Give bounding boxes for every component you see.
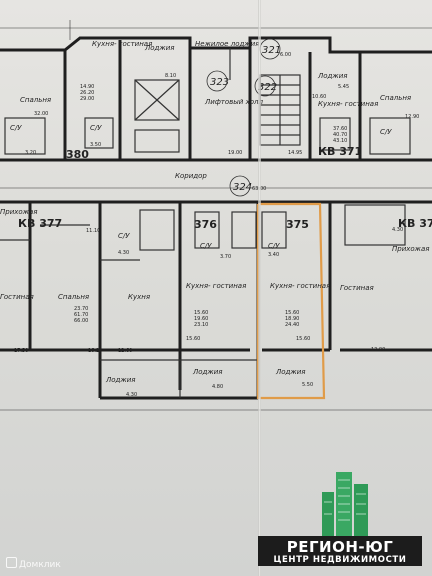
room-label: Спальня bbox=[380, 94, 411, 102]
area-value: 13.90 bbox=[371, 347, 385, 353]
area-value: 6.00 bbox=[280, 52, 291, 58]
brand-name: РЕГИОН-ЮГ bbox=[286, 538, 394, 556]
building-logo-icon bbox=[322, 472, 368, 538]
area-value: 26.20 bbox=[80, 90, 94, 96]
room-label: С/У bbox=[268, 242, 280, 250]
area-value: 43.10 bbox=[333, 138, 347, 144]
room-label: Гостиная bbox=[0, 293, 34, 301]
area-value: 3.20 bbox=[25, 150, 36, 156]
area-value: 3.50 bbox=[90, 142, 101, 148]
corridor-label: Коридор bbox=[175, 172, 207, 180]
room-label: С/У bbox=[10, 124, 22, 132]
area-value: 29.00 bbox=[80, 96, 94, 102]
room-label: Спальня bbox=[58, 293, 89, 301]
domclick-icon bbox=[6, 557, 17, 568]
brand-subtitle: ЦЕНТР НЕДВИЖИМОСТИ bbox=[273, 555, 407, 565]
area-value: 40.70 bbox=[333, 132, 347, 138]
room-label: С/У bbox=[200, 242, 212, 250]
area-value: 19.00 bbox=[228, 150, 242, 156]
area-value: 19.60 bbox=[194, 316, 208, 322]
area-value: 15.60 bbox=[296, 336, 310, 342]
top-block-walls bbox=[0, 36, 432, 162]
area-value: 4.80 bbox=[212, 384, 223, 390]
area-value: 61.70 bbox=[74, 312, 88, 318]
room-label: Лоджия bbox=[192, 368, 222, 376]
bottom-block-partitions bbox=[0, 204, 406, 398]
area-value: 11.10 bbox=[86, 228, 100, 234]
area-value: 15.60 bbox=[285, 310, 299, 316]
apartment-number-circle bbox=[254, 75, 276, 97]
top-block-partitions bbox=[4, 48, 411, 155]
room-label: Нежилое лоджия bbox=[195, 40, 259, 48]
area-value: 18.90 bbox=[285, 316, 299, 322]
room-label: С/У bbox=[90, 124, 102, 132]
room-label: Спальня bbox=[20, 96, 51, 104]
room-label: Лоджия bbox=[317, 72, 347, 80]
corridor-number: 324 bbox=[233, 182, 252, 193]
area-value: 12.60 bbox=[118, 348, 132, 354]
watermark: Домклик bbox=[6, 557, 61, 570]
area-value: 66.00 bbox=[74, 318, 88, 324]
apartment-number-circle bbox=[206, 70, 228, 92]
area-value: 8.10 bbox=[165, 73, 176, 79]
area-value: 32.00 bbox=[34, 111, 48, 117]
area-value: 4.30 bbox=[392, 227, 403, 233]
room-label: Прихожая bbox=[392, 245, 430, 253]
area-value: 3.70 bbox=[220, 254, 231, 260]
room-label: Лоджия bbox=[275, 368, 305, 376]
room-label: С/У bbox=[380, 128, 392, 136]
room-label: С/У bbox=[118, 232, 130, 240]
corridor-number-circle bbox=[229, 175, 251, 197]
watermark-text: Домклик bbox=[19, 560, 61, 570]
apartment-number: 323 bbox=[210, 77, 229, 88]
paper-fold bbox=[258, 0, 261, 576]
area-value: 4.30 bbox=[118, 250, 129, 256]
area-value: 5.45 bbox=[338, 84, 349, 90]
room-label: Лоджия bbox=[105, 376, 135, 384]
apartment-number: 380 bbox=[66, 148, 89, 161]
room-label: Кухня- гостиная bbox=[318, 100, 378, 108]
area-value: 17.50 bbox=[14, 348, 28, 354]
area-value: 5.50 bbox=[302, 382, 313, 388]
apartment-number: КВ 371 bbox=[318, 145, 362, 158]
area-value: 37.60 bbox=[333, 126, 347, 132]
area-value: 10.60 bbox=[312, 94, 326, 100]
room-label: Кухня bbox=[128, 293, 150, 301]
room-label: Лифтовый холл bbox=[204, 98, 263, 106]
room-label: Кухня- гостиная bbox=[92, 40, 152, 48]
area-value: 14.95 bbox=[288, 150, 302, 156]
room-label: Прихожая bbox=[0, 208, 38, 216]
area-value: 15.60 bbox=[194, 310, 208, 316]
apartment-number: 322 bbox=[258, 82, 277, 93]
area-value: 4.30 bbox=[126, 392, 137, 398]
apartment-number: КВ 377 bbox=[18, 217, 62, 230]
area-value: 12.90 bbox=[405, 114, 419, 120]
apartment-number: 321 bbox=[262, 45, 281, 56]
room-label: Кухня- гостиная bbox=[270, 282, 330, 290]
room-label: Лоджия bbox=[144, 44, 174, 52]
area-value: 24.40 bbox=[285, 322, 299, 328]
area-value: 16.20 bbox=[88, 348, 102, 354]
area-value: 14.90 bbox=[80, 84, 94, 90]
area-value: 15.60 bbox=[186, 336, 200, 342]
apartment-number: КВ 37 bbox=[398, 217, 432, 230]
room-label: Кухня- гостиная bbox=[186, 282, 246, 290]
apartment-number: 376 bbox=[194, 218, 217, 231]
apartment-number: 375 bbox=[286, 218, 309, 231]
area-value: 23.70 bbox=[74, 306, 88, 312]
room-label: Гостиная bbox=[340, 284, 374, 292]
area-value: 3.40 bbox=[268, 252, 279, 258]
area-value: 23.10 bbox=[194, 322, 208, 328]
brand-banner: РЕГИОН-ЮГ ЦЕНТР НЕДВИЖИМОСТИ bbox=[258, 536, 422, 566]
dimension-lines bbox=[0, 20, 432, 411]
